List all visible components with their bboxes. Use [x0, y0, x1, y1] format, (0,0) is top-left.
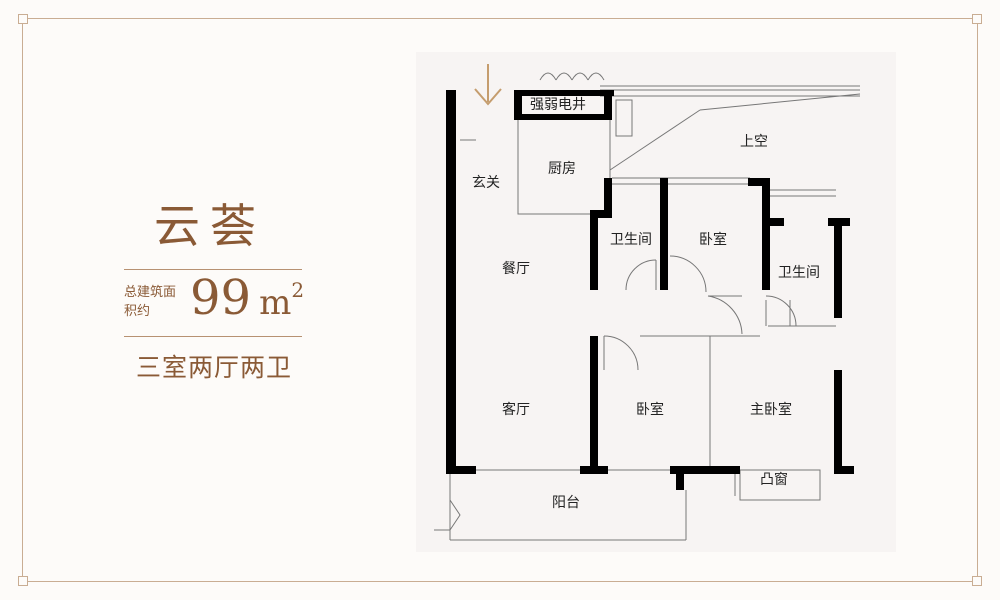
area-value: 99 — [190, 270, 252, 326]
floor-plan-background — [416, 52, 896, 552]
layout-type: 三室两厅两卫 — [135, 353, 292, 382]
frame-corner — [18, 576, 28, 586]
room-label-bathroom-1: 卫生间 — [610, 232, 652, 248]
room-label-electrical-shaft: 强弱电井 — [530, 97, 586, 113]
frame-corner — [972, 576, 982, 586]
room-label-master-bedroom: 主卧室 — [750, 401, 792, 418]
page-frame — [22, 18, 978, 582]
door-swings — [449, 72, 797, 531]
arrow-down-icon — [474, 64, 502, 106]
divider — [124, 269, 302, 270]
room-label-living-room: 客厅 — [502, 401, 530, 418]
divider — [124, 336, 302, 337]
thin-walls — [434, 85, 861, 541]
area-unit-superscript: 2 — [291, 278, 305, 302]
room-label-dining-room: 餐厅 — [502, 261, 530, 277]
project-name: 云荟 — [154, 199, 266, 253]
frame-corner — [18, 14, 28, 24]
area-label: 总建筑面积约 — [124, 285, 177, 319]
frame-corner — [972, 14, 982, 24]
room-label-bedroom-2: 卧室 — [636, 401, 664, 418]
area-unit: m — [259, 283, 292, 323]
room-label-entrance: 玄关 — [472, 174, 500, 191]
room-label-balcony: 阳台 — [552, 495, 580, 511]
room-label-void: 上空 — [740, 134, 768, 150]
room-label-bathroom-2: 卫生间 — [778, 265, 820, 281]
room-label-bay-window: 凸窗 — [760, 471, 788, 488]
room-label-kitchen: 厨房 — [548, 161, 576, 177]
structural-walls — [446, 90, 854, 490]
room-label-bedroom-1: 卧室 — [699, 231, 727, 248]
